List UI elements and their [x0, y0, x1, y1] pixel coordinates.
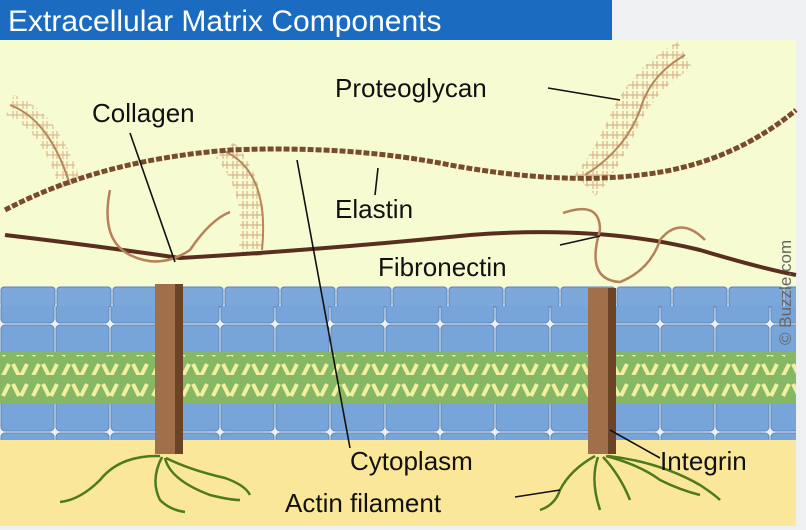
- lipid-tails-bottom: [0, 380, 796, 400]
- integrin-left: [155, 284, 183, 454]
- diagram-title: Extracellular Matrix Components: [8, 5, 442, 38]
- leader-lines: [129, 87, 661, 498]
- title-bar: [0, 0, 612, 40]
- proteoglycan-left: [5, 94, 81, 189]
- actin-filaments-right: [539, 454, 721, 512]
- label-actin-filament: Actin filament: [285, 488, 442, 518]
- label-integrin: Integrin: [660, 446, 747, 476]
- actin-filaments-left: [59, 454, 252, 514]
- membrane-outer-layer: [0, 306, 796, 352]
- label-cytoplasm: Cytoplasm: [350, 446, 473, 476]
- label-proteoglycan: Proteoglycan: [335, 73, 487, 103]
- elastin-fiber: [3, 108, 798, 213]
- lipid-tails-top: [0, 355, 796, 375]
- collagen-fiber: [4, 230, 797, 277]
- proteoglycan-right: [574, 41, 693, 196]
- membrane-outer-row: [0, 286, 796, 308]
- membrane-inner-layer: [0, 404, 796, 440]
- fibronectin-right: [562, 207, 706, 284]
- fibronectin-left: [106, 189, 231, 263]
- integrin-right: [588, 288, 616, 454]
- proteoglycan-middle: [215, 142, 265, 257]
- label-elastin: Elastin: [335, 194, 413, 224]
- watermark: © Buzzle.com: [776, 240, 795, 345]
- label-fibronectin: Fibronectin: [378, 252, 507, 282]
- label-collagen: Collagen: [92, 98, 195, 128]
